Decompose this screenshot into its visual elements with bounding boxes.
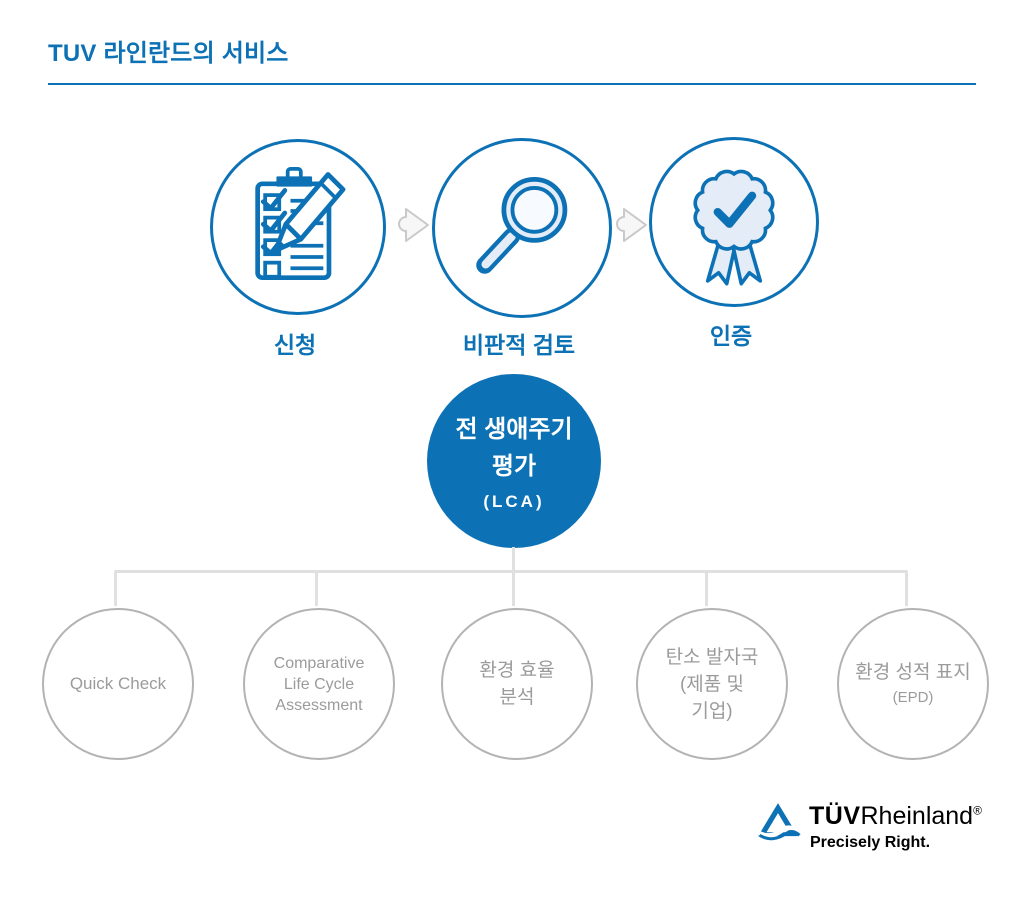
award-ribbon-icon: [693, 169, 775, 286]
step-circle-certification: [649, 137, 819, 307]
registered-mark: ®: [973, 803, 982, 818]
service-circle-comparative-lca: Comparative Life Cycle Assessment: [243, 608, 395, 760]
connector-drop-3: [512, 573, 515, 606]
service-circle-quick-check: Quick Check: [42, 608, 194, 760]
connector-drop-4: [705, 573, 708, 606]
magnifying-glass-icon: [476, 176, 568, 274]
logo-tagline: Precisely Right.: [810, 834, 931, 851]
logo-tuv-text: TÜV: [809, 802, 861, 830]
service-label: 분석: [499, 687, 535, 708]
hub-lca-abbrev: (LCA): [483, 491, 545, 511]
service-label: Life Cycle: [283, 675, 355, 693]
tuv-triangle-icon: [755, 803, 801, 841]
arrow-right-icon: [398, 208, 429, 242]
connector-drop-5: [905, 573, 908, 606]
step-label-review: 비판적 검토: [462, 332, 576, 358]
step-circle-application: [210, 139, 386, 315]
service-circle-epd: 환경 성적 표지 (EPD): [837, 608, 989, 760]
lca-hub-circle: 전 생애주기 평가 (LCA): [427, 374, 601, 548]
service-label: (제품 및: [679, 673, 745, 695]
service-label: Assessment: [275, 696, 363, 714]
connector-drop-1: [114, 573, 117, 606]
connector-horizontal: [114, 570, 908, 573]
service-circle-eco-efficiency: 환경 효율 분석: [441, 608, 593, 760]
step-label-application: 신청: [273, 332, 317, 358]
service-label: (EPD): [892, 688, 934, 706]
hub-line-2: 평가: [491, 452, 537, 480]
step-circle-review: [432, 138, 612, 318]
connector-drop-2: [315, 573, 318, 606]
connector-hub-stub: [512, 547, 515, 572]
logo-wordmark: TÜVRheinland®: [809, 802, 982, 831]
service-label: Quick Check: [69, 674, 167, 693]
hub-line-1: 전 생애주기: [455, 415, 573, 443]
tuv-rheinland-logo: TÜVRheinland® Precisely Right.: [755, 796, 985, 858]
service-label: Comparative: [273, 654, 365, 672]
arrow-right-icon: [616, 208, 647, 242]
service-label: 기업): [691, 700, 733, 722]
step-label-certification: 인증: [709, 323, 753, 349]
service-label: 탄소 발자국: [665, 646, 759, 668]
service-label: 환경 성적 표지: [855, 661, 971, 683]
service-label: 환경 효율: [479, 660, 555, 681]
page-title: TUV 라인란드의 서비스: [48, 40, 289, 67]
clipboard-checklist-icon: [255, 166, 346, 281]
title-underline: [48, 83, 976, 85]
logo-rheinland-text: Rheinland: [860, 802, 974, 830]
service-circle-carbon-footprint: 탄소 발자국 (제품 및 기업): [636, 608, 788, 760]
